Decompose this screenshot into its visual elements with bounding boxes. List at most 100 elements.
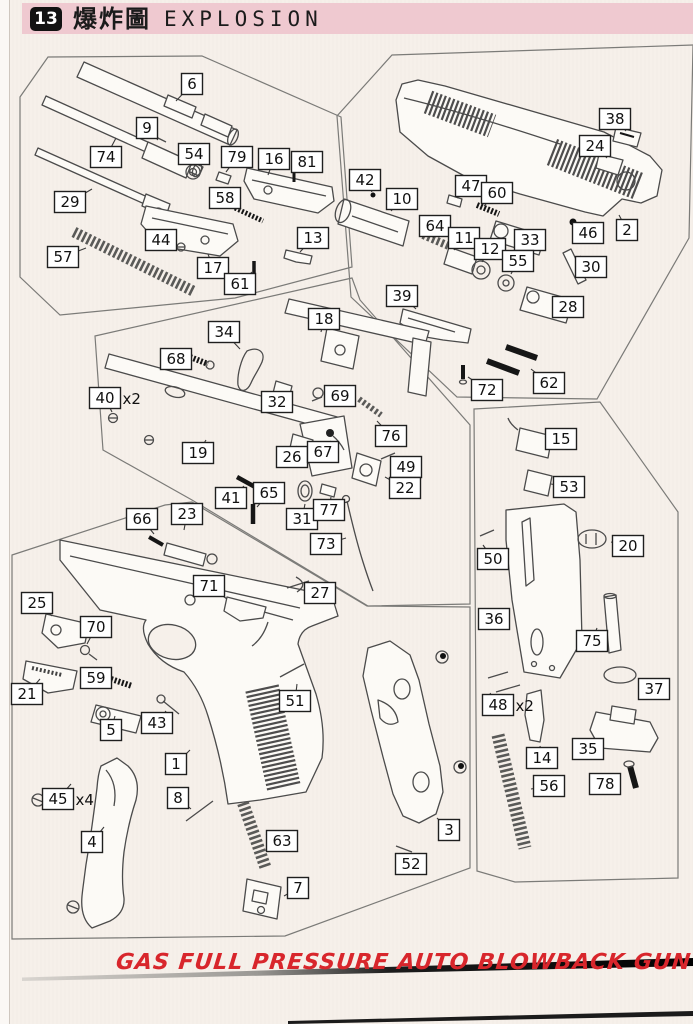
svg-text:63: 63 — [272, 832, 291, 850]
part-label-44: 44 — [144, 228, 178, 252]
part-sketch-rubber-53 — [523, 469, 553, 497]
svg-text:52: 52 — [401, 855, 420, 873]
part-label-37: 37 — [637, 677, 671, 701]
part-sketch-hammer-spring-63 — [237, 801, 272, 871]
svg-text:39: 39 — [392, 287, 411, 305]
part-label-10: 10 — [385, 187, 419, 212]
svg-text:18: 18 — [314, 310, 333, 328]
part-label-25: 25 — [20, 591, 54, 617]
part-label-3: 3 — [436, 817, 461, 842]
part-label-5: 5 — [99, 715, 123, 742]
svg-text:1: 1 — [171, 755, 181, 773]
part-label-1: 1 — [164, 749, 191, 776]
svg-text:70: 70 — [86, 618, 105, 636]
svg-text:81: 81 — [297, 153, 316, 171]
svg-text:67: 67 — [313, 443, 332, 461]
part-sketch-grip-right-3 — [362, 640, 467, 824]
part-label-19: 19 — [181, 439, 215, 465]
part-label-79: 79 — [220, 145, 254, 173]
part-label-77: 77 — [312, 496, 346, 522]
svg-text:24: 24 — [585, 137, 604, 155]
part-sketch-chassis-16 — [243, 167, 335, 214]
part-label-40: 40 x2 — [88, 386, 141, 413]
svg-text:42: 42 — [355, 171, 374, 189]
svg-text:62: 62 — [539, 374, 558, 392]
part-label-74: 74 — [89, 137, 123, 169]
svg-text:44: 44 — [151, 231, 170, 249]
svg-text:15: 15 — [551, 430, 570, 448]
part-sketch-frame-1 — [59, 539, 339, 805]
part-label-13: 13 — [296, 226, 330, 253]
part-label-55: 55 — [501, 249, 535, 275]
svg-text:17: 17 — [203, 259, 222, 277]
part-sketch-outer-barrel-6 — [76, 61, 240, 146]
part-sketch-grip-left-4 — [31, 757, 139, 929]
svg-text:29: 29 — [60, 193, 79, 211]
svg-text:28: 28 — [558, 298, 577, 316]
svg-text:55: 55 — [508, 252, 527, 270]
part-label-21: 21 — [10, 678, 44, 706]
part-label-8: 8 — [166, 786, 192, 810]
part-label-42: 42 — [348, 168, 382, 193]
part-label-50: 50 — [476, 544, 510, 571]
part-sketch-pins-62-72 — [458, 344, 539, 385]
svg-text:7: 7 — [293, 879, 303, 897]
part-label-65: 65 — [252, 481, 286, 508]
part-label-54: 54 — [177, 142, 211, 166]
part-sketch-lanyard-plate-7 — [242, 878, 282, 920]
svg-text:49: 49 — [396, 458, 415, 476]
part-label-76: 76 — [374, 420, 408, 448]
part-sketch-slide-stop-71 — [223, 596, 294, 647]
svg-text:47: 47 — [461, 177, 480, 195]
zone-outline-barrel-group — [19, 55, 353, 316]
svg-text:26: 26 — [282, 448, 301, 466]
zone-outline-frame-internals-group — [94, 277, 471, 607]
part-label-64: 64 — [418, 214, 452, 239]
svg-text:64: 64 — [425, 217, 444, 235]
part-label-56: 56 — [530, 774, 566, 798]
part-sketch-magazine-body-36 — [505, 503, 583, 679]
svg-text:13: 13 — [303, 229, 322, 247]
svg-text:11: 11 — [454, 229, 473, 247]
svg-text:48: 48 — [488, 696, 507, 714]
footer-slogan: GAS FULL PRESSURE AUTO BLOWBACK GUN — [114, 950, 693, 975]
footer-gradient-rule — [22, 958, 693, 981]
svg-text:78: 78 — [595, 775, 614, 793]
svg-text:5: 5 — [106, 721, 116, 739]
part-label-16: 16 — [257, 147, 291, 176]
part-label-17: 17 — [196, 253, 230, 280]
part-label-2: 2 — [615, 214, 639, 242]
svg-text:16: 16 — [264, 150, 283, 168]
svg-text:3: 3 — [444, 821, 454, 839]
page-header: 13 爆炸圖 EXPLOSION — [22, 3, 693, 34]
part-label-7: 7 — [283, 876, 310, 900]
svg-text:56: 56 — [539, 777, 558, 795]
svg-text:32: 32 — [267, 393, 286, 411]
svg-text:58: 58 — [215, 189, 234, 207]
svg-text:40: 40 — [95, 389, 114, 407]
section-number-badge: 13 — [30, 6, 62, 31]
part-label-49: 49 — [389, 455, 423, 479]
part-label-62: 62 — [530, 368, 566, 395]
part-label-30: 30 — [574, 255, 608, 279]
part-label-58: 58 — [208, 186, 242, 211]
zone-outline-magazine-group — [473, 401, 679, 883]
svg-text:33: 33 — [520, 231, 539, 249]
part-label-28: 28 — [551, 295, 585, 319]
svg-text:35: 35 — [578, 740, 597, 758]
svg-text:2: 2 — [622, 221, 632, 239]
part-label-52: 52 — [394, 852, 428, 876]
svg-text:37: 37 — [644, 680, 663, 698]
title-english: EXPLOSION — [164, 6, 323, 31]
part-label-67: 67 — [306, 440, 340, 464]
part-label-6: 6 — [175, 72, 204, 102]
part-label-43: 43 — [140, 710, 174, 735]
svg-text:53: 53 — [559, 478, 578, 496]
svg-text:60: 60 — [487, 184, 506, 202]
part-sketch-small-parts-zone-f — [479, 529, 639, 789]
svg-text:x2: x2 — [123, 390, 141, 408]
part-label-18: 18 — [307, 307, 341, 333]
page-margin-edge — [0, 0, 10, 1024]
svg-text:71: 71 — [199, 577, 218, 595]
